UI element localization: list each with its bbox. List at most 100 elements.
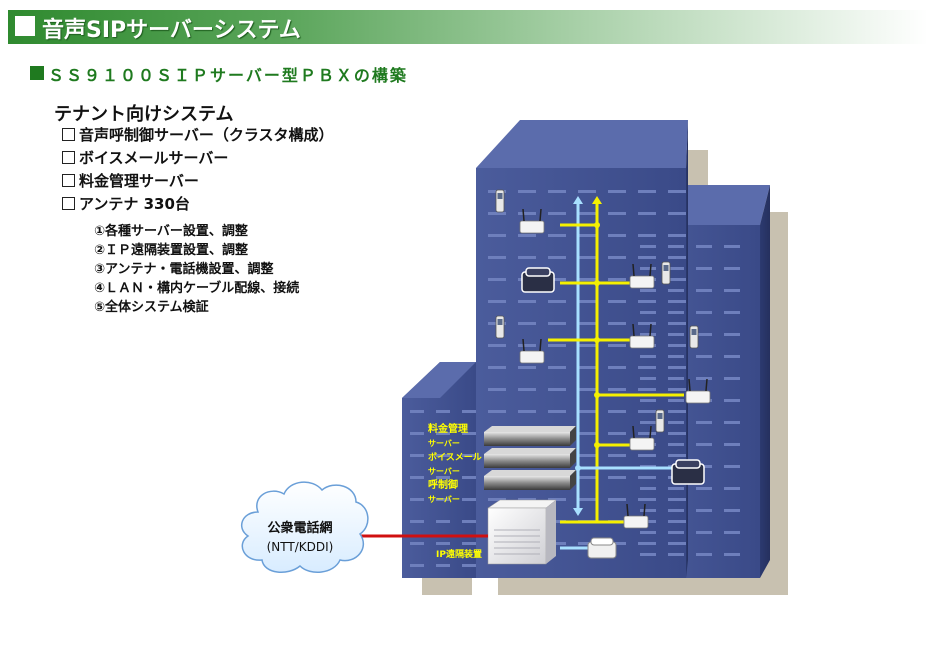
window: [668, 333, 684, 336]
window: [548, 388, 566, 391]
step-item: ⑤全体システム検証: [94, 300, 209, 315]
window: [724, 289, 740, 292]
window: [548, 190, 566, 193]
window: [462, 476, 476, 479]
window: [488, 410, 506, 413]
window: [668, 553, 684, 556]
wireless-handsets: [495, 189, 699, 433]
window: [638, 410, 656, 413]
step-list: ①各種サーバー設置、調整 ②ＩＰ遠隔装置設置、調整 ③アンテナ・電話機設置、調整…: [94, 222, 299, 317]
window: [668, 245, 684, 248]
window: [638, 476, 656, 479]
window: [638, 234, 656, 237]
ip-remote-device: [487, 499, 557, 565]
window: [638, 366, 656, 369]
window: [668, 542, 686, 545]
window: [608, 256, 626, 259]
window: [462, 410, 476, 413]
window: [640, 333, 656, 336]
window: [668, 366, 686, 369]
window: [488, 344, 506, 347]
window: [410, 410, 424, 413]
window: [410, 564, 424, 567]
window: [578, 542, 596, 545]
window: [578, 498, 596, 501]
window: [548, 520, 566, 523]
window: [578, 366, 596, 369]
window: [638, 300, 656, 303]
window: [668, 388, 686, 391]
window: [436, 476, 450, 479]
window: [578, 234, 596, 237]
antenna-icon: [629, 425, 655, 451]
window: [488, 256, 506, 259]
window: [724, 421, 740, 424]
window: [638, 212, 656, 215]
handset-icon: [689, 325, 699, 349]
window: [578, 432, 596, 435]
window: [668, 432, 686, 435]
handset-icon: [661, 261, 671, 285]
antenna-icon: [519, 338, 545, 364]
server-label: 料金管理: [428, 422, 468, 435]
subtitle-square-icon: [30, 66, 44, 80]
window: [668, 311, 684, 314]
window: [668, 410, 686, 413]
window: [696, 443, 712, 446]
handset-icon: [495, 189, 505, 213]
window: [518, 212, 536, 215]
window: [518, 344, 536, 347]
window: [488, 300, 506, 303]
checklist-item-label: 音声呼制御サーバー（クラスタ構成）: [79, 126, 334, 144]
window: [724, 377, 740, 380]
window: [640, 289, 656, 292]
window: [640, 509, 656, 512]
window: [436, 454, 450, 457]
window: [518, 410, 536, 413]
window: [640, 355, 656, 358]
window: [608, 278, 626, 281]
window: [608, 432, 626, 435]
pstn-cloud: 公衆電話網 (NTT/KDDI): [240, 481, 369, 573]
window: [668, 267, 684, 270]
window: [696, 509, 712, 512]
step-item: ④ＬＡＮ・構内ケーブル配線、接続: [94, 281, 300, 296]
window: [668, 443, 684, 446]
window: [410, 542, 424, 545]
window: [668, 520, 686, 523]
window: [640, 399, 656, 402]
ip-device-label: IP遠隔装置: [436, 548, 482, 560]
window: [724, 509, 740, 512]
cloud-sublabel: (NTT/KDDI): [267, 540, 334, 554]
window: [668, 190, 686, 193]
window: [608, 344, 626, 347]
window: [462, 542, 476, 545]
desk-phone-icon: [521, 267, 705, 559]
window: [548, 234, 566, 237]
window: [608, 388, 626, 391]
server-rack: [484, 426, 576, 490]
window: [608, 212, 626, 215]
window: [668, 278, 686, 281]
window: [548, 366, 566, 369]
checkbox-icon: [62, 151, 75, 164]
window: [462, 564, 476, 567]
step-item: ③アンテナ・電話機設置、調整: [94, 262, 274, 277]
window: [668, 399, 684, 402]
server-label: ボイスメール: [428, 451, 482, 463]
window: [578, 454, 596, 457]
window: [608, 454, 626, 457]
antenna-access-points: [519, 208, 711, 529]
window: [410, 432, 424, 435]
window: [696, 553, 712, 556]
window: [640, 553, 656, 556]
window: [696, 355, 712, 358]
window: [436, 498, 450, 501]
window: [640, 311, 656, 314]
window: [640, 377, 656, 380]
window: [724, 443, 740, 446]
window: [578, 300, 596, 303]
window: [696, 245, 712, 248]
checklist-item: ボイスメールサーバー: [62, 147, 334, 170]
